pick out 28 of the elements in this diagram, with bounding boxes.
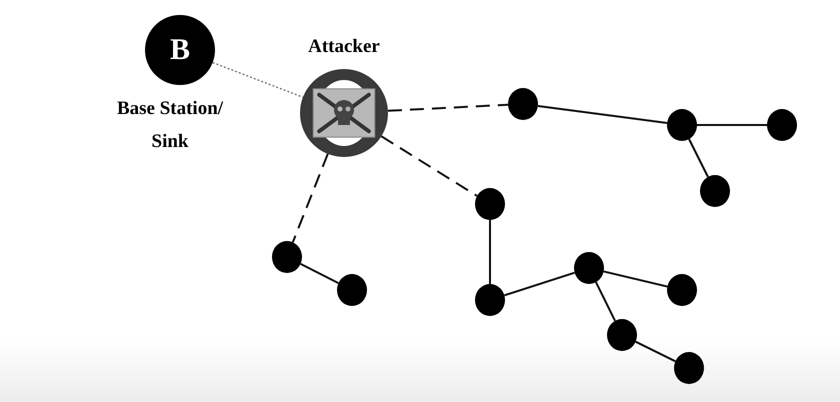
link-line bbox=[595, 282, 616, 322]
link-line bbox=[697, 124, 767, 126]
sensor-node bbox=[475, 188, 505, 220]
link-line bbox=[538, 104, 668, 124]
dashed-link bbox=[292, 154, 329, 243]
sensor-node bbox=[667, 274, 697, 306]
sensor-node bbox=[767, 109, 797, 141]
sensor-node bbox=[508, 88, 538, 120]
sensor-node bbox=[475, 284, 505, 316]
sensor-node bbox=[607, 319, 637, 351]
link-line bbox=[300, 262, 339, 284]
link-line bbox=[489, 220, 491, 284]
link-line bbox=[603, 270, 668, 288]
link-line bbox=[688, 138, 709, 178]
dashed-link bbox=[380, 135, 478, 197]
node-caption: Base Station/ Sink bbox=[116, 97, 224, 154]
sensor-node bbox=[337, 274, 367, 306]
node-letter: B bbox=[170, 35, 190, 65]
dotted-link bbox=[212, 62, 304, 98]
sensor-node bbox=[574, 252, 604, 284]
sensor-node bbox=[272, 241, 302, 273]
sensor-node bbox=[667, 109, 697, 141]
link-line bbox=[504, 272, 575, 296]
node-caption: Attacker bbox=[307, 35, 381, 59]
sensor-node bbox=[700, 175, 730, 207]
dashed-link bbox=[388, 104, 508, 112]
sensor-node bbox=[674, 352, 704, 384]
link-line bbox=[635, 340, 676, 362]
